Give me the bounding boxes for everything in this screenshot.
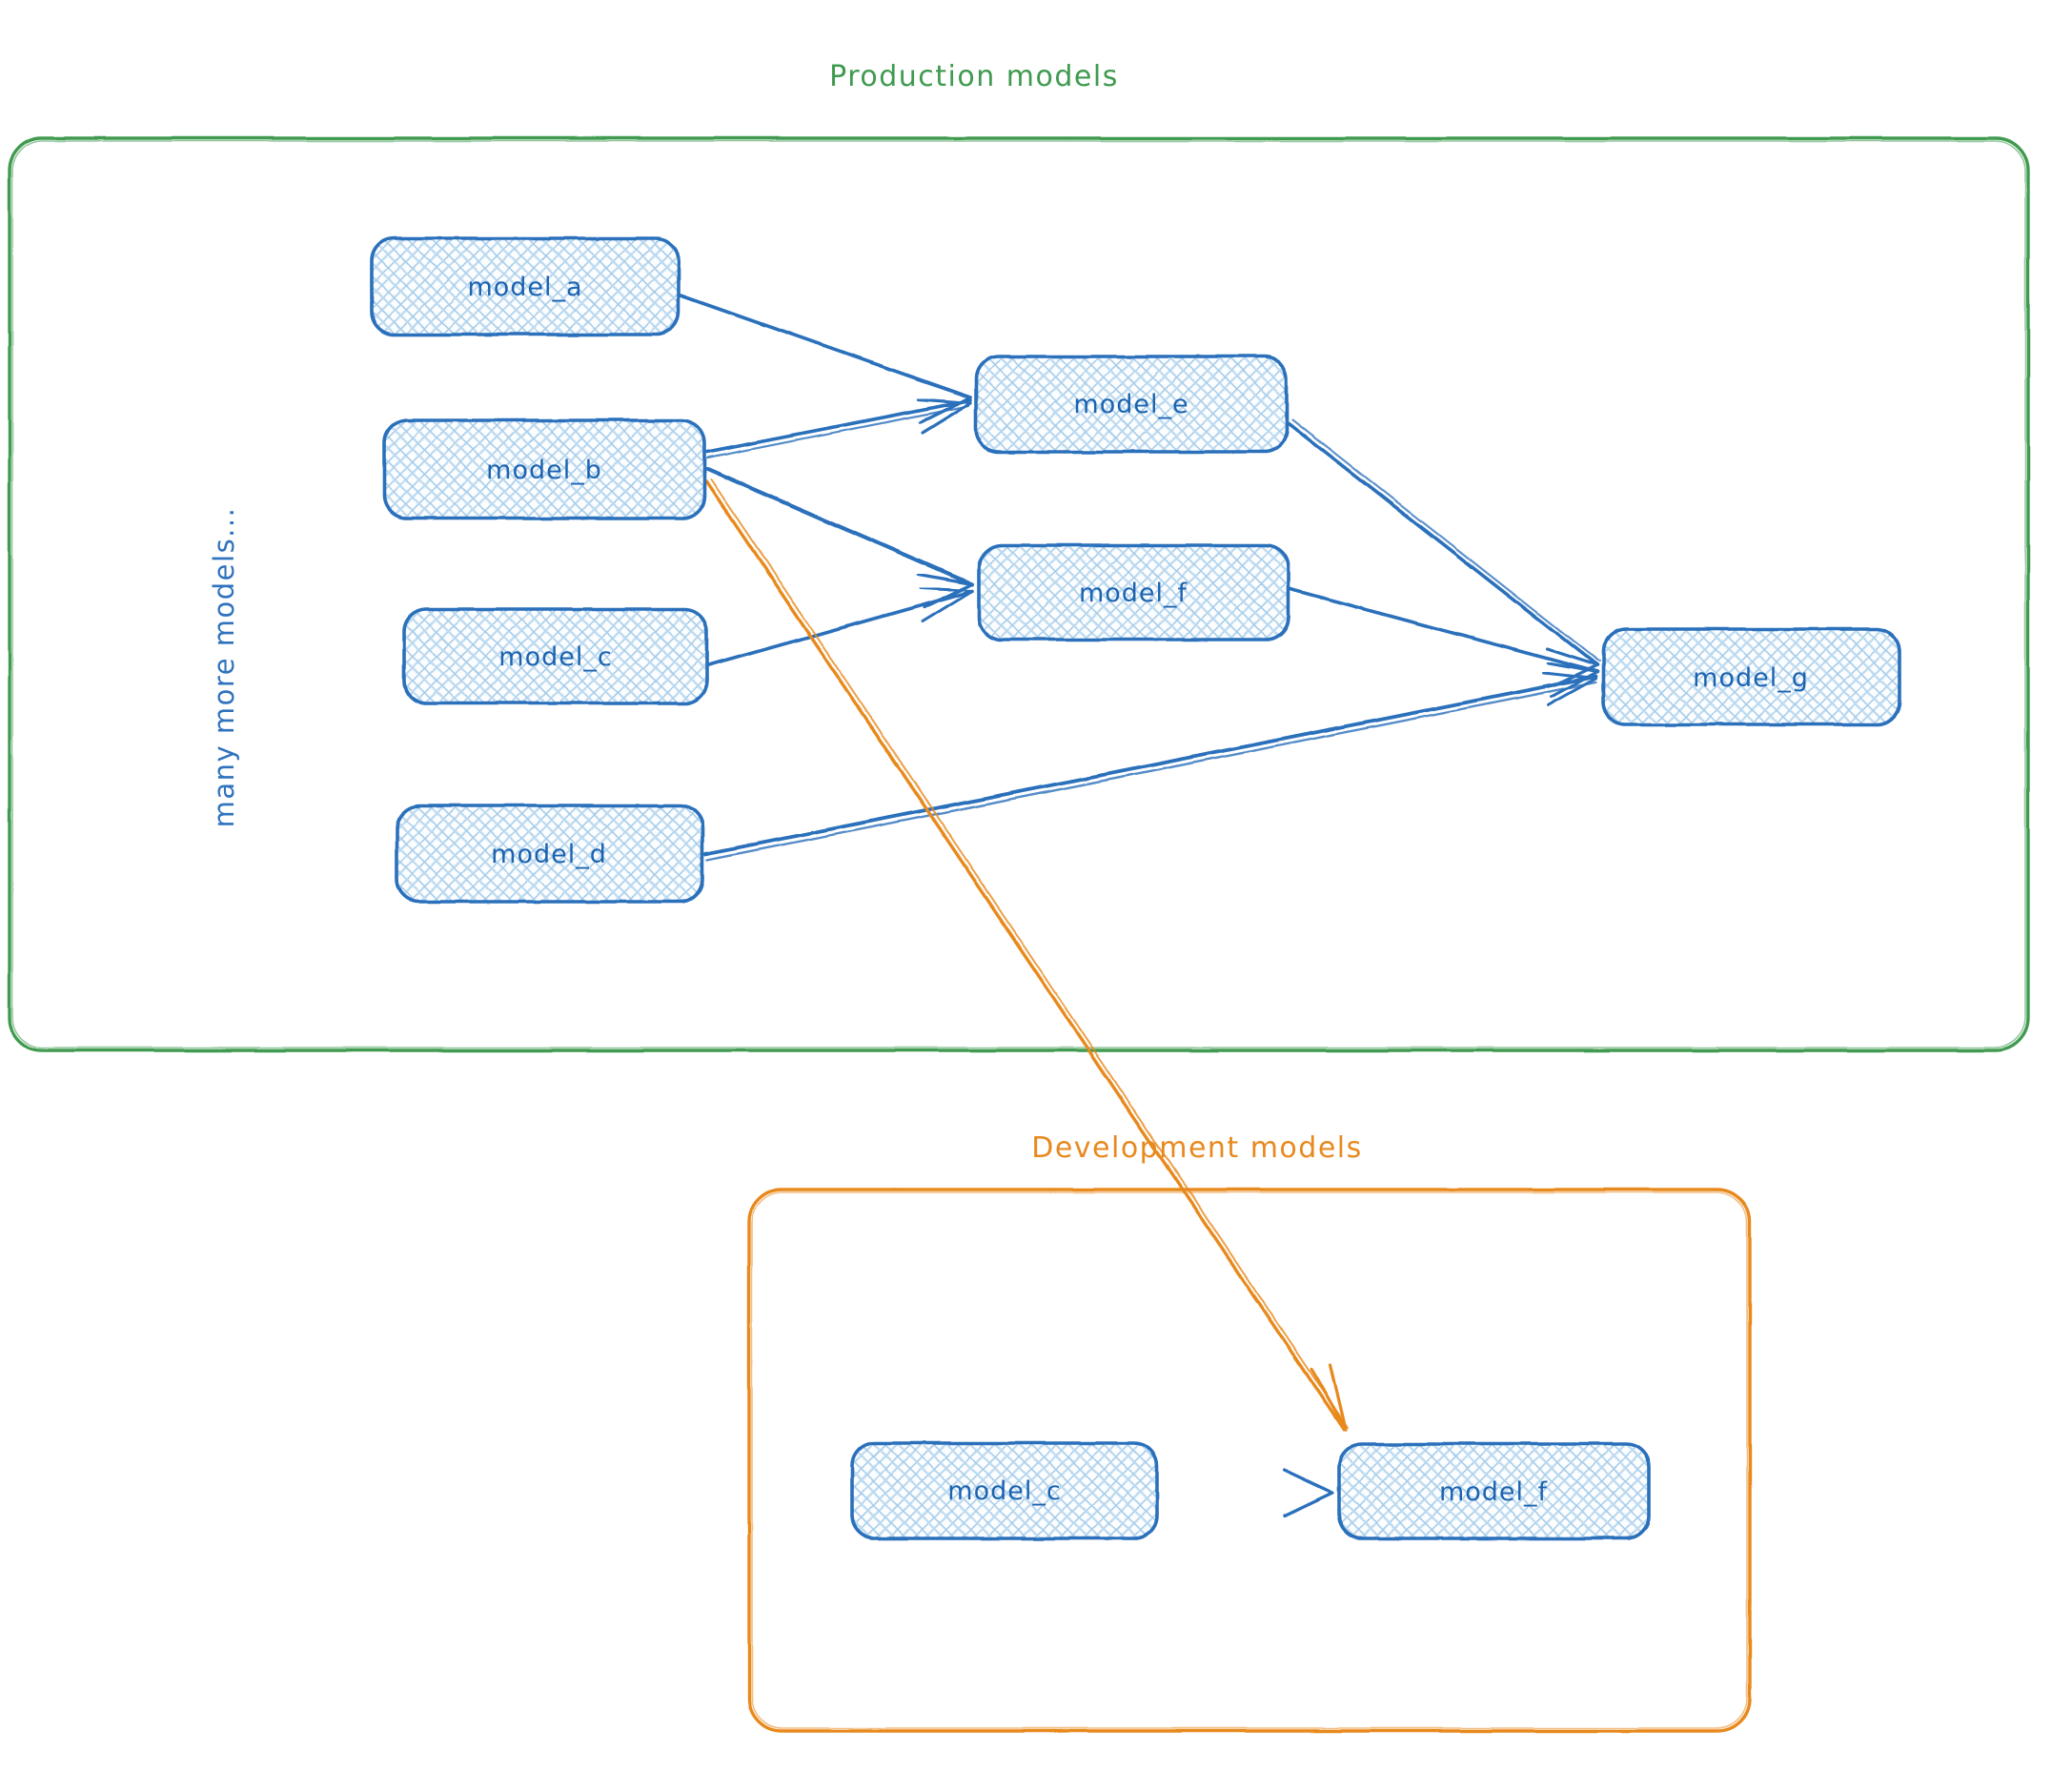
edge-dev-model-c-to-dev-model-f — [1159, 1468, 1334, 1517]
node-prod-model-g[interactable]: model_g — [1601, 627, 1901, 726]
node-prod-model-b-label: model_b — [486, 456, 602, 485]
node-dev-model-f-shape[interactable] — [1337, 1442, 1651, 1540]
node-prod-model-a[interactable]: model_a — [370, 236, 681, 336]
production-group-title: Production models — [829, 60, 1119, 93]
edge-model-e-to-model-g — [1287, 417, 1601, 687]
node-prod-model-g-label: model_g — [1693, 663, 1809, 693]
edge-model-f-to-model-g — [1289, 587, 1599, 699]
node-prod-model-b[interactable]: model_b — [382, 418, 706, 520]
node-prod-model-f-label: model_f — [1079, 579, 1188, 608]
many-more-models-note: many more models... — [208, 507, 240, 828]
node-prod-model-c-label: model_c — [498, 642, 612, 672]
node-dev-model-f[interactable]: model_f — [1337, 1442, 1651, 1540]
node-prod-model-f[interactable]: model_f — [977, 543, 1290, 641]
edge-model-a-to-model-e — [679, 294, 972, 424]
node-prod-model-d-shape[interactable] — [395, 804, 704, 904]
node-prod-model-e-label: model_e — [1073, 390, 1188, 419]
development-group-title: Development models — [1031, 1131, 1363, 1165]
edge-layer — [679, 294, 1601, 1517]
node-prod-model-e[interactable]: model_e — [974, 355, 1289, 454]
node-prod-model-a-label: model_a — [467, 273, 582, 302]
node-prod-model-a-shape[interactable] — [370, 236, 681, 336]
group-development: Development models — [747, 1131, 1752, 1733]
node-dev-model-c-label: model_c — [947, 1476, 1061, 1506]
node-prod-model-c-shape[interactable] — [402, 607, 709, 705]
edge-model-b-to-model-e — [705, 397, 972, 459]
node-layer: model_a model_b model_c model_d model_e — [370, 236, 1901, 1540]
edge-prod-model-b-to-dev-model-f — [704, 478, 1349, 1432]
production-group-border — [8, 136, 2030, 1052]
edge-model-b-to-model-f — [704, 466, 975, 609]
development-group-border-2 — [751, 1191, 1748, 1729]
node-prod-model-e-shape[interactable] — [974, 355, 1289, 454]
production-group-border-2 — [11, 140, 2026, 1048]
node-prod-model-b-shape[interactable] — [382, 418, 706, 520]
node-prod-model-c[interactable]: model_c — [402, 607, 709, 705]
development-group-border — [747, 1188, 1752, 1733]
edge-model-c-to-model-f — [707, 586, 974, 667]
node-dev-model-c-shape[interactable] — [850, 1441, 1159, 1540]
node-dev-model-c[interactable]: model_c — [850, 1441, 1159, 1540]
node-prod-model-d[interactable]: model_d — [395, 804, 704, 904]
node-prod-model-f-shape[interactable] — [977, 543, 1290, 641]
edge-model-d-to-model-g — [703, 671, 1597, 862]
node-prod-model-d-label: model_d — [491, 840, 607, 869]
node-prod-model-g-shape[interactable] — [1601, 627, 1901, 726]
node-dev-model-f-label: model_f — [1439, 1477, 1549, 1507]
group-production: Production models — [8, 60, 2030, 1052]
